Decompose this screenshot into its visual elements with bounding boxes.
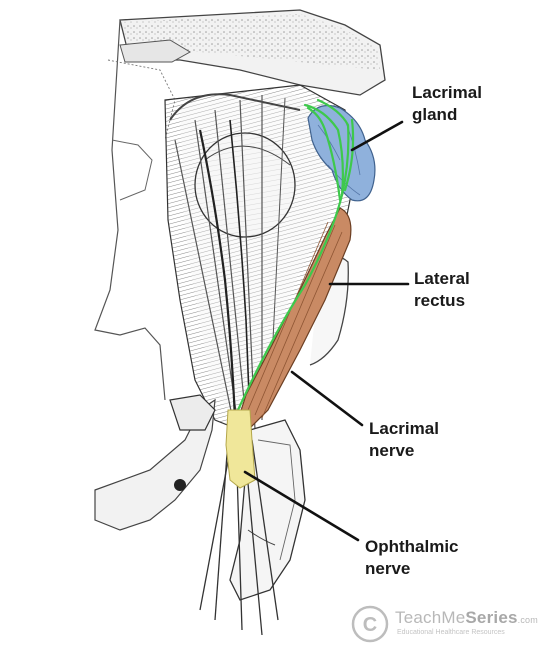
label-ophthalmic-nerve-line1: Ophthalmic xyxy=(365,537,459,556)
skull-base xyxy=(94,394,306,601)
label-lacrimal-nerve: Lacrimal nerve xyxy=(369,418,439,462)
pointer-lacrimal-nerve xyxy=(290,370,364,427)
label-ophthalmic-nerve: Ophthalmic nerve xyxy=(365,536,459,580)
watermark-tagline: Educational Healthcare Resources xyxy=(397,629,505,636)
lacrimal-nerve-branches xyxy=(236,98,355,412)
label-lateral-rectus-line1: Lateral xyxy=(414,269,470,288)
label-lateral-rectus: Lateral rectus xyxy=(414,268,470,312)
ophthalmic-nerve-shape xyxy=(225,409,256,489)
watermark-brand: TeachMeSeries.com xyxy=(395,608,538,628)
label-lateral-rectus-line2: rectus xyxy=(414,291,466,310)
skull-outline xyxy=(94,19,176,401)
pointer-ophthalmic-nerve xyxy=(243,470,360,542)
copyright-symbol: C xyxy=(363,614,377,636)
label-lacrimal-nerve-line2: nerve xyxy=(369,441,415,460)
watermark-brand-bold: Series xyxy=(465,608,518,627)
label-lacrimal-gland: Lacrimal gland xyxy=(412,82,482,126)
label-lacrimal-gland-line2: gland xyxy=(412,105,458,124)
label-ophthalmic-nerve-line2: nerve xyxy=(365,559,411,578)
watermark-domain: .com xyxy=(517,615,538,625)
watermark: C TeachMeSeries.com Educational Healthca… xyxy=(350,604,550,644)
label-lacrimal-gland-line1: Lacrimal xyxy=(412,83,482,102)
lateral-rectus-muscle xyxy=(237,207,352,429)
pointer-lacrimal-gland xyxy=(350,120,404,152)
watermark-brand-regular: TeachMe xyxy=(395,608,466,627)
label-lacrimal-nerve-line1: Lacrimal xyxy=(369,419,439,438)
pointer-lines xyxy=(243,120,410,542)
orbital-muscles xyxy=(164,84,356,441)
frontal-bone xyxy=(119,9,386,96)
copyright-icon: C xyxy=(351,605,389,643)
